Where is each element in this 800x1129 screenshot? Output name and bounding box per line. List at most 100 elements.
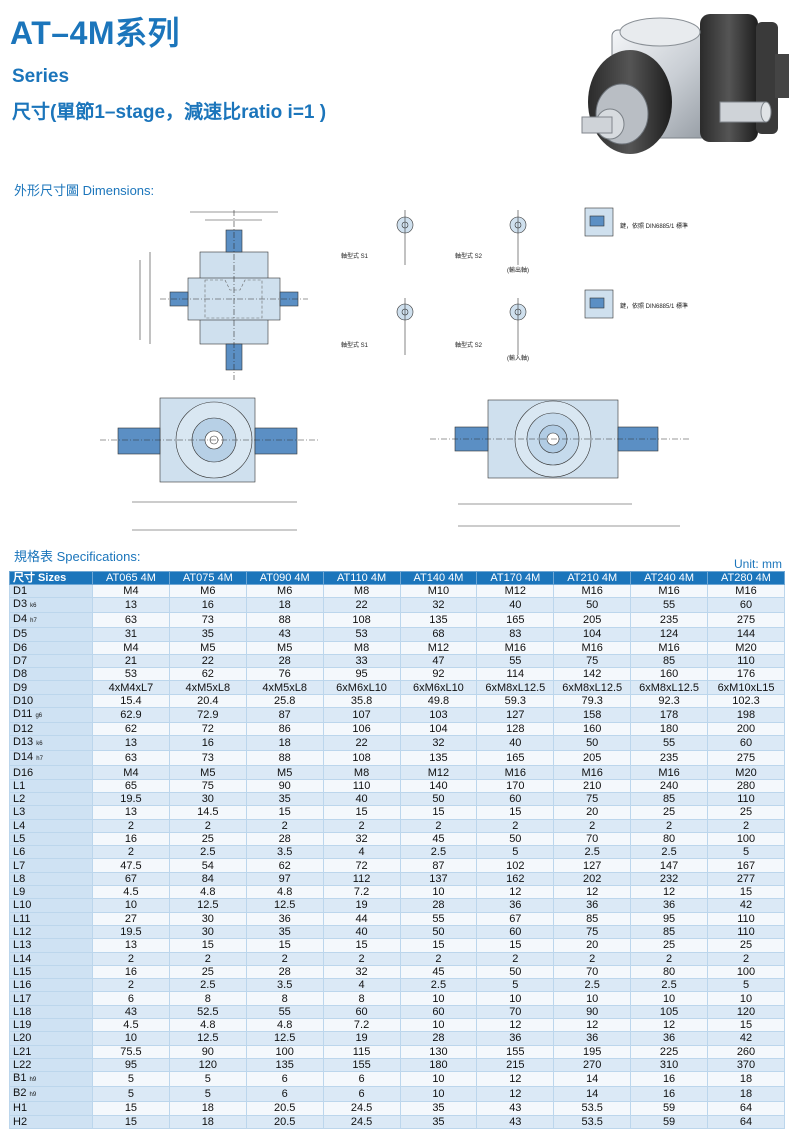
row-label: L13	[9, 938, 93, 953]
table-cell: 6	[92, 991, 170, 1006]
table-cell: 47	[399, 653, 478, 669]
table-cell: 100	[245, 1044, 324, 1059]
table-cell: 16	[92, 964, 170, 980]
row-label-text: L22	[13, 1059, 32, 1072]
table-cell: M10	[399, 583, 478, 599]
table-cell: 2	[399, 818, 478, 833]
table-cell: 33	[322, 653, 401, 669]
table-cell: 42	[707, 898, 785, 913]
column-header: AT280 4M	[707, 571, 785, 585]
table-cell: 84	[168, 871, 247, 887]
table-cell: 147	[630, 858, 708, 873]
table-cell: 40	[322, 924, 401, 940]
row-label: L10	[9, 898, 93, 913]
row-label: L6	[9, 845, 93, 860]
table-cell: 15	[476, 805, 555, 820]
table-cell: 8	[245, 991, 324, 1006]
table-cell: 10	[399, 1018, 478, 1033]
table-cell: 70	[553, 831, 632, 847]
row-label: D16	[9, 765, 93, 780]
table-cell: 20	[553, 938, 632, 953]
row-label: L16	[9, 978, 93, 993]
table-cell: 115	[322, 1044, 401, 1059]
table-cell: 370	[707, 1057, 785, 1073]
table-cell: 35	[245, 791, 324, 807]
table-cell: 12.5	[245, 898, 324, 913]
table-cell: 85	[630, 924, 708, 940]
table-cell: 130	[399, 1044, 478, 1059]
table-cell: 55	[399, 911, 478, 926]
table-cell: 87	[399, 858, 478, 873]
table-cell: 2	[245, 818, 324, 833]
table-cell: 95	[322, 667, 401, 682]
table-cell: 180	[630, 722, 708, 737]
table-cell: 45	[399, 831, 478, 847]
table-cell: M16	[630, 640, 708, 655]
table-cell: 28	[399, 1031, 478, 1046]
table-cell: 25	[707, 805, 785, 820]
table-cell: 53	[322, 627, 401, 642]
table-cell: 165	[476, 750, 555, 767]
table-cell: 160	[553, 722, 632, 737]
table-cell: 15	[707, 1018, 785, 1033]
table-cell: 19.5	[92, 924, 170, 940]
row-label: D9	[9, 680, 93, 695]
table-cell: 12	[476, 1086, 555, 1103]
row-label-text: L4	[13, 819, 26, 832]
table-cell: 170	[476, 778, 555, 793]
table-cell: 54	[168, 858, 247, 873]
table-cell: 6	[322, 1086, 401, 1103]
table-cell: 144	[707, 627, 785, 642]
row-label: D1	[9, 583, 93, 599]
table-cell: 2	[553, 951, 632, 966]
table-cell: 15	[399, 938, 478, 953]
table-cell: M4	[92, 640, 170, 655]
table-cell: M16	[553, 765, 632, 780]
table-cell: 62	[168, 667, 247, 682]
table-cell: 140	[399, 778, 478, 793]
row-label: L20	[9, 1031, 93, 1046]
table-cell: 14.5	[168, 805, 247, 820]
table-cell: 2.5	[399, 845, 478, 860]
table-cell: 108	[322, 750, 401, 767]
table-cell: 18	[707, 1086, 785, 1103]
table-cell: 12.5	[245, 1031, 324, 1046]
row-label: L22	[9, 1057, 93, 1073]
column-header: AT240 4M	[630, 571, 708, 585]
table-cell: 135	[399, 750, 478, 767]
table-cell: 67	[92, 871, 170, 887]
table-cell: 35	[399, 1114, 478, 1129]
table-cell: 240	[630, 778, 708, 793]
table-cell: 76	[245, 667, 324, 682]
row-label: L4	[9, 818, 93, 833]
table-cell: 2.5	[168, 845, 247, 860]
table-cell: 75	[553, 791, 632, 807]
table-cell: 59	[630, 1101, 708, 1116]
row-label-text: L18	[13, 1005, 32, 1018]
table-cell: 2	[245, 951, 324, 966]
table-cell: 18	[707, 1071, 785, 1088]
table-cell: 8	[322, 991, 401, 1006]
row-label: D3 k6	[9, 597, 93, 614]
table-cell: 110	[322, 778, 401, 793]
table-cell: M16	[553, 640, 632, 655]
table-cell: 20.5	[245, 1101, 324, 1116]
table-cell: 59.3	[476, 693, 555, 709]
table-cell: M5	[245, 640, 324, 655]
table-cell: 25.8	[245, 693, 324, 709]
table-cell: 24.5	[322, 1114, 401, 1129]
table-cell: 215	[476, 1057, 555, 1073]
row-label-text: L8	[13, 872, 26, 885]
table-cell: 45	[399, 964, 478, 980]
row-label-text: L11	[13, 912, 31, 925]
table-cell: 50	[399, 924, 478, 940]
